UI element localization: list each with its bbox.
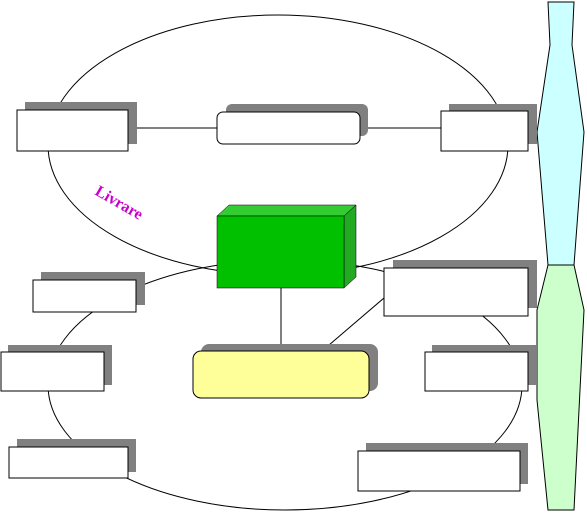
right-green-shape <box>536 264 585 511</box>
connector-right-box <box>321 297 385 352</box>
box-bottom-left <box>8 439 136 479</box>
box-lower-right-1 <box>383 260 537 317</box>
box-top-left <box>16 102 137 152</box>
box-lower-left-1 <box>32 272 145 313</box>
right-cyan-shape <box>536 1 585 266</box>
box-top-right <box>440 104 537 152</box>
yellow-box <box>192 344 378 399</box>
arc-label: Livrare <box>92 183 146 224</box>
box-top-middle <box>216 104 368 145</box>
box-lower-right-2 <box>424 345 536 392</box>
green-cube-icon <box>216 204 357 289</box>
box-bottom-right <box>357 443 528 492</box>
box-lower-left-2 <box>0 345 112 392</box>
